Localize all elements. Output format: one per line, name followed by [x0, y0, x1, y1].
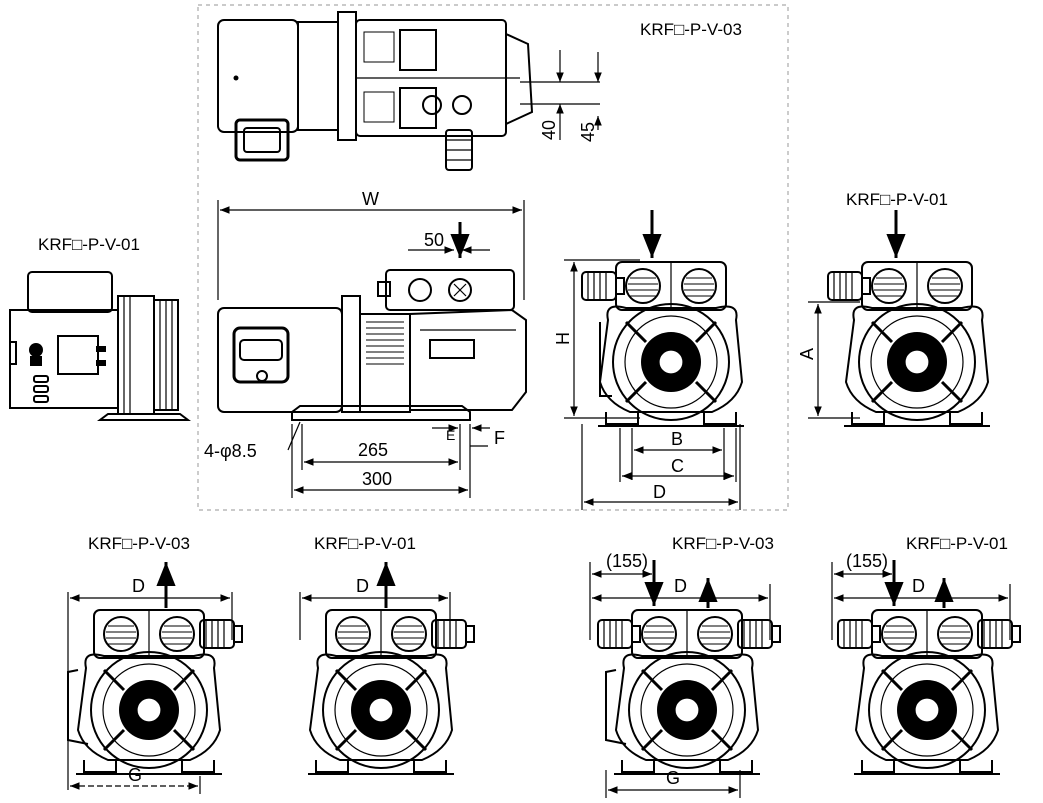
- top-view-dimensions: 40 45: [520, 50, 602, 142]
- bottom-view-3: [597, 608, 781, 776]
- dim-155-b3: (155): [606, 551, 648, 571]
- end-view-right: [827, 260, 992, 428]
- dim-d-main: D: [653, 482, 666, 502]
- bottom-view-3-dimensions: (155) D G: [589, 551, 771, 798]
- end-view-right-dimensions: A: [797, 210, 906, 419]
- front-view-dimensions: W 50 265 300 4-φ8.5 E F: [204, 189, 525, 498]
- top-view-model-label: KRF□-P-V-03: [640, 20, 742, 39]
- bottom-2-model-label: KRF□-P-V-01: [314, 534, 416, 553]
- dim-300: 300: [362, 469, 392, 489]
- dim-b: B: [671, 429, 683, 449]
- left-side-view: [9, 271, 191, 421]
- dim-45: 45: [578, 122, 598, 142]
- dim-155-b4: (155): [846, 551, 888, 571]
- dim-d-b3: D: [674, 576, 687, 596]
- dim-g-b3: G: [666, 768, 680, 788]
- dim-d-b2: D: [356, 576, 369, 596]
- dim-a: A: [797, 348, 817, 360]
- front-view: [217, 269, 527, 421]
- dim-g-b1: G: [128, 765, 142, 785]
- boundary-frame: [197, 4, 789, 511]
- bottom-view-1: [67, 608, 243, 776]
- bottom-view-2-dimensions: D: [299, 562, 451, 640]
- dim-265: 265: [358, 440, 388, 460]
- right-end-model-label: KRF□-P-V-01: [846, 190, 948, 209]
- end-view-main: [581, 260, 746, 428]
- dim-40: 40: [539, 120, 559, 140]
- bottom-view-4: [837, 608, 1021, 776]
- bottom-1-model-label: KRF□-P-V-03: [88, 534, 190, 553]
- bottom-view-1-dimensions: D G: [67, 562, 233, 794]
- end-view-main-dimensions: H B C D: [553, 210, 741, 510]
- top-view: [217, 11, 534, 171]
- dim-50: 50: [424, 230, 444, 250]
- dim-w: W: [362, 189, 379, 209]
- bottom-3-model-label: KRF□-P-V-03: [672, 534, 774, 553]
- dim-d-b4: D: [912, 576, 925, 596]
- dim-e: E: [446, 427, 455, 443]
- bottom-4-model-label: KRF□-P-V-01: [906, 534, 1008, 553]
- dim-f: F: [494, 428, 505, 448]
- left-side-model-label: KRF□-P-V-01: [38, 235, 140, 254]
- dim-h: H: [553, 332, 573, 345]
- dim-d-b1: D: [132, 576, 145, 596]
- dim-holes: 4-φ8.5: [204, 441, 257, 461]
- bottom-view-4-dimensions: (155) D: [831, 551, 1011, 640]
- bottom-view-2: [306, 608, 475, 776]
- dim-c: C: [671, 456, 684, 476]
